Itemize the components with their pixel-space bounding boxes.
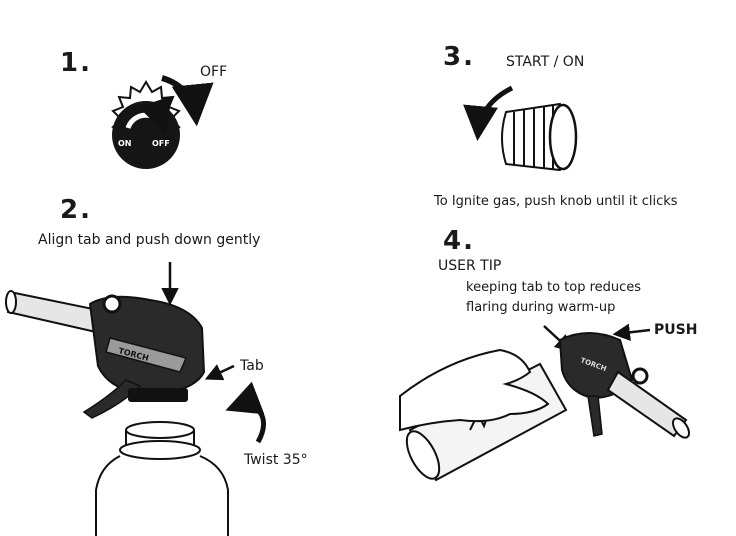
step-2-torch: TORCH bbox=[5, 290, 206, 419]
step-2-tab-label: Tab bbox=[240, 358, 264, 374]
step-3-start-label: START / ON bbox=[506, 54, 585, 70]
step-2-instruction: Align tab and push down gently bbox=[38, 232, 261, 248]
step-3-knob bbox=[501, 102, 578, 172]
step-3-arrow bbox=[463, 85, 514, 141]
step-1-number: 1. bbox=[60, 48, 92, 78]
step-2-twist-arrow bbox=[225, 381, 266, 444]
dial-off-text: OFF bbox=[152, 139, 170, 148]
step-2-number: 2. bbox=[60, 195, 92, 225]
step-2-tab-arrow bbox=[204, 364, 235, 381]
step-4-push-label: PUSH bbox=[654, 322, 698, 338]
step-4-title: USER TIP bbox=[438, 258, 502, 274]
step-3-instruction: To Ignite gas, push knob until it clicks bbox=[434, 194, 678, 209]
step-2-gas-can bbox=[95, 421, 229, 536]
step-4-tip-line-1: keeping tab to top reduces bbox=[466, 280, 642, 295]
step-3-number: 3. bbox=[443, 42, 475, 72]
step-4-number: 4. bbox=[443, 226, 475, 256]
step-4-tip-line-2: flaring during warm-up bbox=[466, 300, 616, 315]
dial-on-text: ON bbox=[118, 139, 132, 148]
step-1-knob: ON OFF bbox=[111, 80, 181, 169]
step-1-off-label: OFF bbox=[200, 64, 228, 80]
step-1-arrow bbox=[161, 75, 214, 127]
step-4-push-arrow bbox=[612, 323, 651, 342]
step-2-twist-label: Twist 35° bbox=[244, 452, 308, 468]
step-4-hand-can: TORCH bbox=[399, 332, 690, 482]
